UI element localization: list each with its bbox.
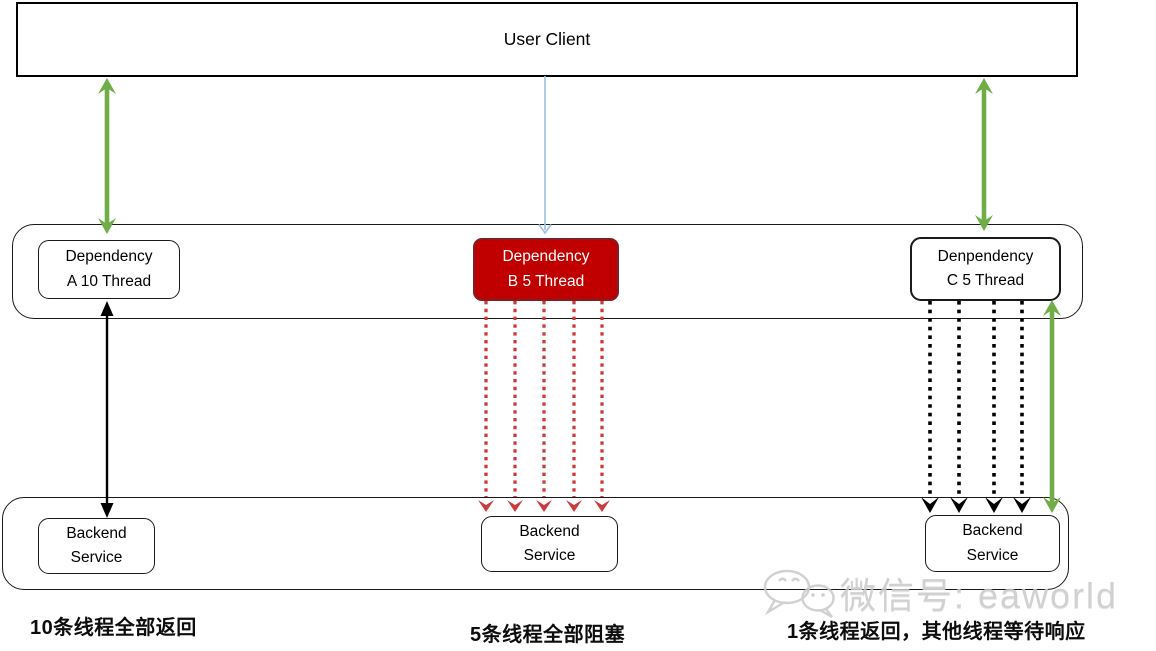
- caption-threads-all-returned: 10条线程全部返回: [30, 617, 197, 639]
- black-dotted-arrows-dep-c-backend: [921, 301, 1031, 513]
- red-dotted-arrows-dep-b-backend: [478, 301, 610, 512]
- caption-one-thread-returned-others-waiting: 1条线程返回，其他线程等待响应: [787, 621, 1086, 643]
- green-double-arrow-dep-c-backend: [1043, 300, 1061, 513]
- dependency-b-box: Dependency B 5 Thread: [473, 238, 619, 301]
- dependency-a-line2: A 10 Thread: [66, 272, 152, 290]
- dependency-c-line1: Denpendency: [937, 247, 1034, 265]
- backend-left-line1: Backend: [66, 524, 127, 542]
- backend-left-line2: Service: [70, 549, 123, 566]
- backend-middle-line1: Backend: [519, 522, 580, 540]
- dependency-c-line2: C 5 Thread: [946, 272, 1025, 289]
- dependency-c-box: Denpendency C 5 Thread: [910, 237, 1061, 301]
- black-double-arrow-dep-a-backend: [100, 301, 114, 518]
- backend-service-right-box: Backend Service: [925, 515, 1060, 572]
- blue-arrow-client-dep-b: [538, 76, 552, 235]
- backend-service-left-box: Backend Service: [38, 518, 155, 574]
- green-double-arrow-client-dep-c: [975, 78, 993, 231]
- dependency-b-line1: Dependency: [502, 248, 590, 266]
- dependency-a-box: Dependency A 10 Thread: [38, 240, 180, 299]
- user-client-label: User Client: [503, 29, 591, 49]
- caption-threads-all-blocked: 5条线程全部阻塞: [470, 624, 626, 646]
- dependency-b-line2: B 5 Thread: [507, 272, 585, 290]
- backend-middle-line2: Service: [523, 547, 576, 564]
- backend-right-line2: Service: [966, 546, 1019, 564]
- dependency-a-line1: Dependency: [65, 248, 153, 266]
- backend-service-middle-box: Backend Service: [481, 516, 618, 572]
- green-double-arrow-client-dep-a: [98, 78, 116, 234]
- user-client-box: User Client: [16, 2, 1078, 77]
- backend-right-line1: Backend: [962, 522, 1023, 540]
